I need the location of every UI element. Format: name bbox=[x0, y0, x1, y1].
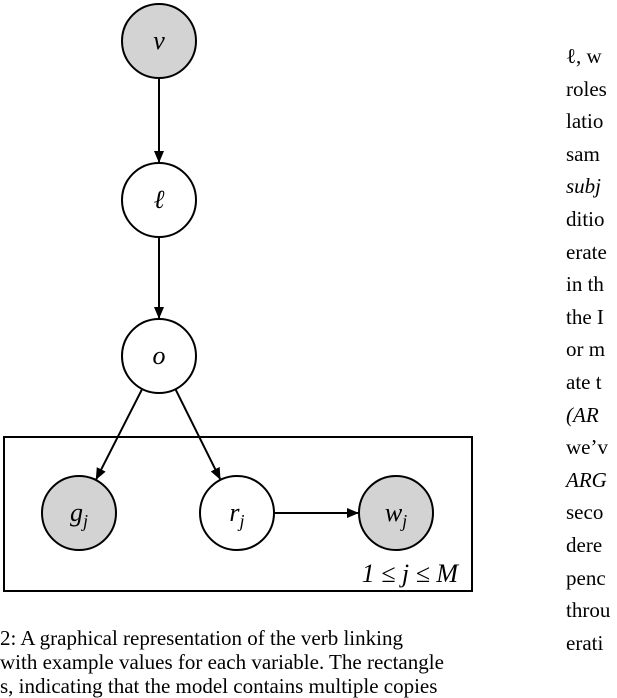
edge-o-to-r bbox=[174, 388, 221, 480]
node-g: gj bbox=[41, 475, 117, 551]
column-line-19: erati bbox=[566, 630, 604, 655]
column-line-7: erate bbox=[566, 239, 607, 264]
caption-line-3: s, indicating that the model contains mu… bbox=[0, 674, 438, 698]
column-line-15: seco bbox=[566, 500, 604, 525]
node-circle-v bbox=[121, 3, 197, 79]
node-r: rj bbox=[199, 475, 275, 551]
column-line-17: penc bbox=[566, 565, 606, 590]
node-circle-o bbox=[121, 318, 197, 394]
column-line-11: ate t bbox=[566, 369, 602, 394]
column-line-12: (AR bbox=[566, 402, 599, 427]
plate-label: 1 ≤ j ≤ M bbox=[362, 559, 460, 588]
node-circle-w bbox=[358, 475, 434, 551]
edge-o-to-g bbox=[95, 388, 144, 481]
node-label-v: v bbox=[153, 26, 165, 55]
right-column-text: ℓ, w roles latio sam subj ditio erate in… bbox=[566, 40, 617, 659]
column-line-4: sam bbox=[566, 141, 600, 166]
column-line-13: we’v bbox=[566, 435, 608, 460]
column-line-2: roles bbox=[566, 76, 607, 101]
column-line-18: throu bbox=[566, 598, 611, 623]
node-label-l: ℓ bbox=[154, 185, 165, 214]
node-circle-l bbox=[121, 162, 197, 238]
nodes-layer: v ℓ o gj rj wj bbox=[41, 3, 434, 551]
column-line-1: ℓ, w bbox=[566, 44, 602, 68]
caption-line-1: 2: A graphical representation of the ver… bbox=[0, 626, 403, 650]
column-line-8: in th bbox=[566, 272, 604, 297]
node-label-o: o bbox=[153, 341, 166, 370]
plate-rectangle bbox=[3, 436, 473, 592]
node-o: o bbox=[121, 318, 197, 394]
node-label-w: wj bbox=[385, 498, 407, 531]
node-circle-r bbox=[199, 475, 275, 551]
node-w: wj bbox=[358, 475, 434, 551]
column-line-14: ARG bbox=[566, 467, 607, 492]
column-line-10: or m bbox=[566, 337, 606, 362]
column-line-6: ditio bbox=[566, 206, 605, 231]
node-v: v bbox=[121, 3, 197, 79]
column-line-9: the I bbox=[566, 304, 604, 329]
caption-line-2: with example values for each variable. T… bbox=[0, 650, 444, 674]
column-line-5: subj bbox=[566, 174, 602, 199]
edges-layer bbox=[95, 78, 359, 518]
node-l: ℓ bbox=[121, 162, 197, 238]
node-circle-g bbox=[41, 475, 117, 551]
figure-caption: 2: A graphical representation of the ver… bbox=[0, 626, 520, 698]
column-line-16: dere bbox=[566, 532, 603, 557]
column-line-3: latio bbox=[566, 109, 604, 134]
